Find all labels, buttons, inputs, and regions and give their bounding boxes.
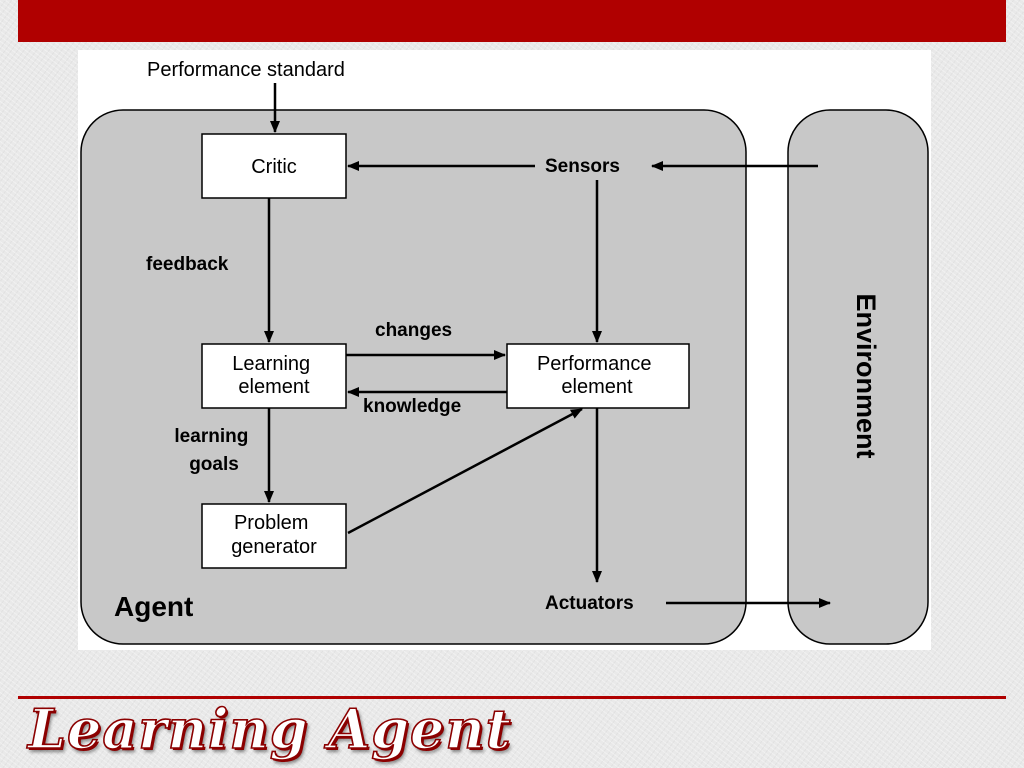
sensors-label: Sensors bbox=[545, 156, 620, 177]
learning-goals-label: learning goals bbox=[174, 426, 253, 475]
bottom-accent-rule bbox=[18, 696, 1006, 699]
performance-element-label: Performance element bbox=[537, 353, 657, 398]
problem-generator-label: Problem generator bbox=[231, 512, 317, 558]
performance-element-box bbox=[506, 343, 690, 409]
critic-label: Critic bbox=[251, 156, 297, 178]
changes-label: changes bbox=[375, 320, 452, 341]
problem-generator-box bbox=[201, 503, 347, 569]
learning-agent-diagram: Performance standard Critic Learning ele… bbox=[80, 59, 929, 645]
actuators-label: Actuators bbox=[545, 593, 634, 614]
agent-label: Agent bbox=[114, 591, 193, 622]
learning-element-box bbox=[201, 343, 347, 409]
environment-label: Environment bbox=[851, 293, 881, 458]
knowledge-label: knowledge bbox=[363, 396, 461, 417]
diagram-panel: Performance standard Critic Learning ele… bbox=[78, 50, 931, 650]
critic-box bbox=[201, 133, 347, 199]
arrow-problem-generator-to-performance-element bbox=[347, 407, 583, 535]
slide-title: Learning Agent bbox=[27, 696, 512, 762]
environment-region bbox=[787, 109, 929, 645]
feedback-label: feedback bbox=[146, 254, 229, 275]
learning-element-label: Learning element bbox=[232, 353, 315, 398]
performance-standard-label: Performance standard bbox=[147, 59, 345, 81]
top-accent-bar bbox=[18, 0, 1006, 42]
